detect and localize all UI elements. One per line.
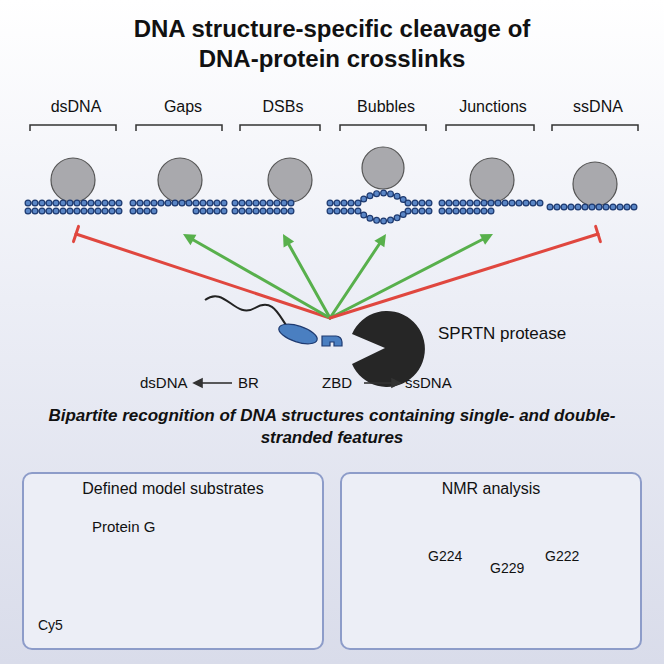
annotation: G224 [428, 548, 462, 564]
annotation: Protein G [92, 518, 155, 535]
annotation: BR [238, 374, 259, 391]
title: DNA structure-specific cleavage of DNA-p… [132, 14, 532, 74]
protein-name: SPRTN protease [438, 324, 566, 344]
structure-label: Bubbles [331, 98, 441, 116]
structure-node: Gaps [128, 98, 238, 230]
structure-label: ssDNA [543, 98, 653, 116]
structure-label: DSBs [228, 98, 338, 116]
annotation: G222 [545, 548, 579, 564]
annotation: Cy5 [38, 617, 63, 633]
direction-arrow [194, 379, 400, 387]
structure-label: dsDNA [21, 98, 131, 116]
structure-node: Bubbles [331, 98, 441, 230]
annotation: ssDNA [405, 374, 452, 391]
annotation: ZBD [322, 374, 352, 391]
structure-node: Junctions [438, 98, 548, 230]
structure-node: DSBs [228, 98, 338, 230]
annotation: G229 [490, 560, 524, 576]
br-domain [277, 320, 320, 348]
structure-node: dsDNA [21, 98, 131, 230]
activation-arrow [283, 234, 330, 318]
inhibition-line [73, 226, 330, 318]
panel-box: Defined model substrates [22, 472, 324, 650]
panel-heading: NMR analysis [342, 474, 640, 498]
zbd-domain [322, 336, 342, 346]
annotation: dsDNA [140, 374, 188, 391]
structure-node: ssDNA [543, 98, 653, 230]
activation-arrow [330, 234, 386, 318]
activation-arrow [183, 234, 330, 318]
structure-label: Gaps [128, 98, 238, 116]
panel-heading: Defined model substrates [24, 474, 322, 498]
summary-text: Bipartite recognition of DNA structures … [40, 405, 624, 449]
structure-label: Junctions [438, 98, 548, 116]
inhibition-line [330, 226, 600, 318]
bracket [30, 125, 638, 131]
